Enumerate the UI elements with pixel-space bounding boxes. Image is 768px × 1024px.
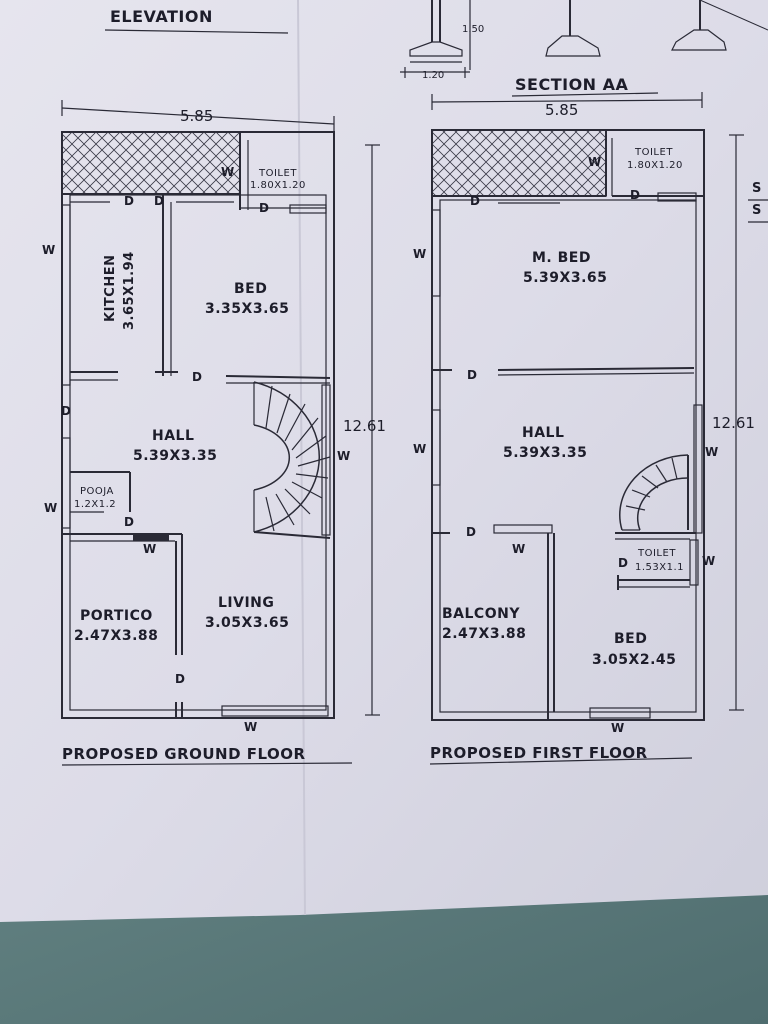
door-marker: D [175, 672, 185, 686]
gf-hall-size: 5.39X3.35 [133, 448, 217, 464]
sheet-edge-line [699, 0, 768, 31]
door-marker: D [259, 201, 269, 215]
ff-balcony-name: BALCONY [442, 606, 520, 622]
paper-sheet [0, 0, 768, 922]
ff-hall-name: HALL [522, 425, 564, 441]
gf-living-name: LIVING [218, 595, 274, 611]
ff-markers: W D D W D W W D W D W W [413, 155, 719, 735]
window-marker: W [244, 720, 258, 734]
door-marker: D [630, 188, 640, 202]
gf-portico-name: PORTICO [80, 608, 153, 624]
section-title: SECTION AA [515, 75, 629, 94]
elevation-title: ELEVATION [110, 7, 213, 26]
door-marker: D [466, 525, 476, 539]
ff-mbed-name: M. BED [532, 250, 591, 266]
ff-toilet2-size: 1.53X1.1 [635, 562, 684, 573]
elevation-underline [104, 29, 289, 34]
door-marker: D [124, 194, 134, 208]
window-marker: W [44, 501, 58, 515]
gf-toilet-size: 1.80X1.20 [250, 180, 306, 191]
door-marker: D [61, 404, 71, 418]
window-marker: W [42, 243, 56, 257]
door-marker: D [467, 368, 477, 382]
gf-markers: D D D D D D D W W W W W W [42, 165, 351, 734]
window-marker: W [221, 165, 235, 179]
window-marker: W [705, 445, 719, 459]
door-marker: D [618, 556, 628, 570]
window-marker: W [512, 542, 526, 556]
gf-bed-size: 3.35X3.65 [205, 301, 289, 317]
door-marker: D [154, 194, 164, 208]
window-marker: W [702, 554, 716, 568]
window-marker: W [413, 442, 427, 456]
cutoff-text-1: S [752, 181, 762, 196]
gf-pooja-size: 1.2X1.2 [74, 499, 116, 510]
ff-hall-size: 5.39X3.35 [503, 445, 587, 461]
gf-kitchen-size: 3.65X1.94 [122, 251, 137, 330]
window-marker: W [337, 449, 351, 463]
door-marker: D [470, 194, 480, 208]
paper-fold [297, 0, 306, 916]
door-marker: D [124, 515, 134, 529]
ff-width-dim: 5.85 [545, 101, 578, 119]
gf-portico-size: 2.47X3.88 [74, 628, 158, 644]
section-width-dim: 1.20 [422, 70, 444, 81]
gf-length-dim: 12.61 [343, 417, 386, 435]
ff-toilet2-name: TOILET [637, 548, 676, 559]
gf-title-underline [61, 762, 353, 766]
ground-floor-title: PROPOSED GROUND FLOOR [62, 745, 306, 763]
first-floor-title: PROPOSED FIRST FLOOR [430, 744, 648, 762]
section-height-dim: 1.50 [462, 24, 484, 35]
first-floor-plan [431, 92, 744, 721]
window-marker: W [611, 721, 625, 735]
gf-width-dim: 5.85 [180, 107, 213, 125]
section-detail [400, 0, 727, 78]
ff-toilet1-size: 1.80X1.20 [627, 160, 683, 171]
door-marker: D [192, 370, 202, 384]
window-marker: W [588, 155, 602, 169]
ff-toilet1-name: TOILET [634, 147, 673, 158]
ff-bed-name: BED [614, 631, 647, 647]
gf-kitchen-name: KITCHEN [103, 255, 118, 322]
ff-bed-size: 3.05X2.45 [592, 652, 676, 668]
window-marker: W [413, 247, 427, 261]
gf-living-size: 3.05X3.65 [205, 615, 289, 631]
ground-floor-plan [61, 100, 380, 719]
ff-length-dim: 12.61 [712, 414, 755, 432]
window-marker: W [143, 542, 157, 556]
gf-pooja-name: POOJA [80, 486, 114, 497]
section-underline [511, 92, 659, 97]
gf-hall-name: HALL [152, 428, 194, 444]
ff-balcony-size: 2.47X3.88 [442, 626, 526, 642]
cutoff-text-2: S [752, 203, 762, 218]
ff-mbed-size: 5.39X3.65 [523, 270, 607, 286]
gf-toilet-name: TOILET [258, 168, 297, 179]
gf-bed-name: BED [234, 281, 267, 297]
ff-title-underline [429, 757, 693, 765]
